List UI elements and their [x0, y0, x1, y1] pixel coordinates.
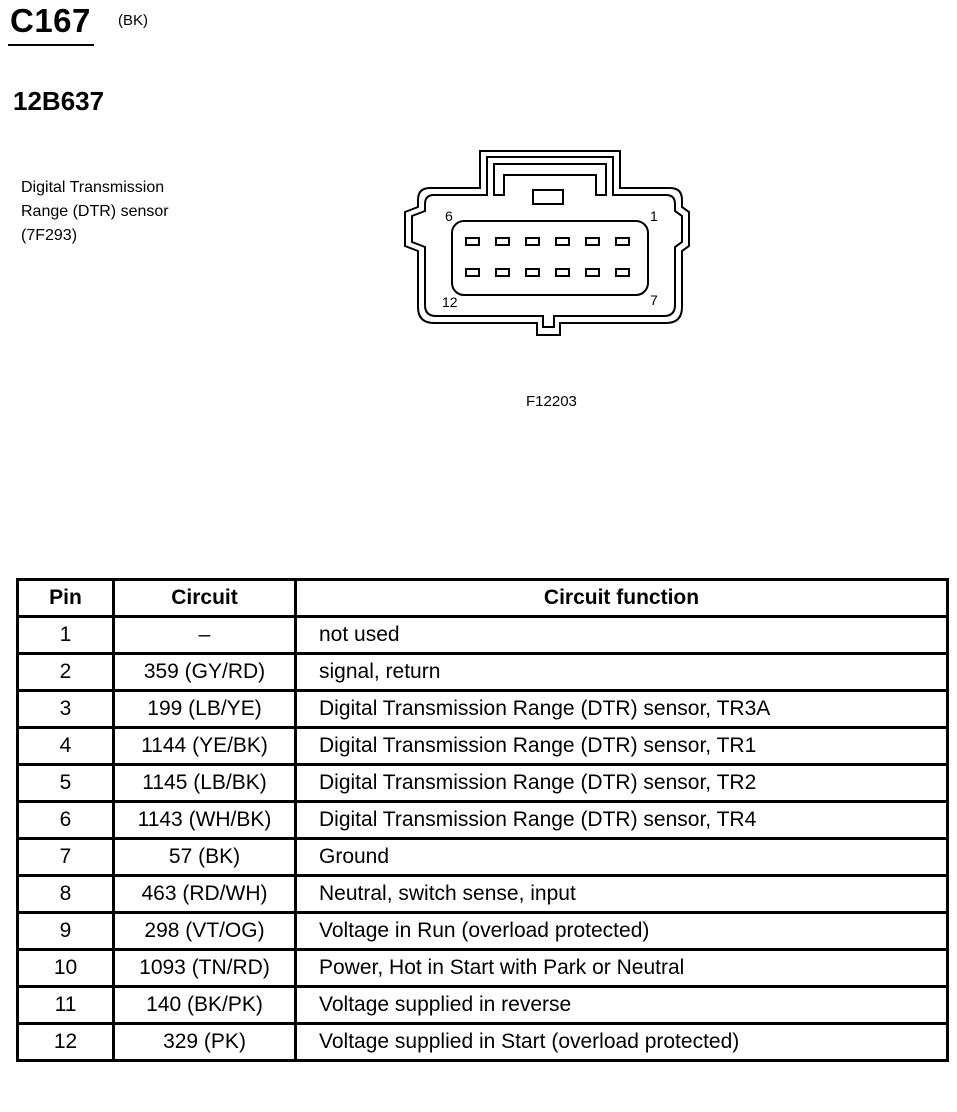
terminal-slot	[615, 237, 630, 246]
circuit-function: Voltage supplied in reverse	[294, 985, 949, 1025]
pin-number: 8	[16, 874, 115, 914]
table-row: 8 463 (RD/WH) Neutral, switch sense, inp…	[16, 874, 949, 914]
table-row: 6 1143 (WH/BK) Digital Transmission Rang…	[16, 800, 949, 840]
pin-table: Pin Circuit Circuit function 1 – not use…	[16, 578, 949, 1062]
table-row: 11 140 (BK/PK) Voltage supplied in rever…	[16, 985, 949, 1025]
table-row: 10 1093 (TN/RD) Power, Hot in Start with…	[16, 948, 949, 988]
column-header-function: Circuit function	[294, 578, 949, 618]
circuit-code: –	[112, 615, 297, 655]
circuit-code: 463 (RD/WH)	[112, 874, 297, 914]
latch-key	[532, 189, 564, 205]
table-row: 3 199 (LB/YE) Digital Transmission Range…	[16, 689, 949, 729]
figure-code: F12203	[526, 393, 577, 410]
circuit-function: Neutral, switch sense, input	[294, 874, 949, 914]
terminal-slot	[615, 268, 630, 277]
column-header-pin: Pin	[16, 578, 115, 618]
circuit-function: Voltage in Run (overload protected)	[294, 911, 949, 951]
terminal-slot	[555, 237, 570, 246]
table-row: 7 57 (BK) Ground	[16, 837, 949, 877]
pin-number: 9	[16, 911, 115, 951]
connector-face-diagram: 6 1 12 7	[404, 150, 690, 336]
circuit-code: 1145 (LB/BK)	[112, 763, 297, 803]
circuit-code: 199 (LB/YE)	[112, 689, 297, 729]
circuit-function: signal, return	[294, 652, 949, 692]
pin-label-6: 6	[445, 208, 453, 224]
table-row: 12 329 (PK) Voltage supplied in Start (o…	[16, 1022, 949, 1062]
component-description: Digital Transmission Range (DTR) sensor …	[21, 179, 169, 244]
circuit-code: 140 (BK/PK)	[112, 985, 297, 1025]
pin-number: 5	[16, 763, 115, 803]
circuit-function: Voltage supplied in Start (overload prot…	[294, 1022, 949, 1062]
pin-number: 2	[16, 652, 115, 692]
terminal-slots	[465, 237, 630, 277]
table-row: 1 – not used	[16, 615, 949, 655]
pin-number: 11	[16, 985, 115, 1025]
pin-cavity	[451, 220, 649, 296]
part-number: 12B637	[13, 86, 105, 116]
circuit-function: not used	[294, 615, 949, 655]
pin-number: 1	[16, 615, 115, 655]
table-row: 5 1145 (LB/BK) Digital Transmission Rang…	[16, 763, 949, 803]
connector-color: (BK)	[118, 12, 148, 29]
circuit-code: 1143 (WH/BK)	[112, 800, 297, 840]
circuit-function: Digital Transmission Range (DTR) sensor,…	[294, 689, 949, 729]
connector-housing	[404, 150, 690, 336]
circuit-code: 57 (BK)	[112, 837, 297, 877]
circuit-code: 298 (VT/OG)	[112, 911, 297, 951]
table-header-row: Pin Circuit Circuit function	[16, 578, 949, 618]
table-row: 9 298 (VT/OG) Voltage in Run (overload p…	[16, 911, 949, 951]
terminal-slot	[495, 237, 510, 246]
pin-number: 3	[16, 689, 115, 729]
column-header-circuit: Circuit	[112, 578, 297, 618]
pin-number: 4	[16, 726, 115, 766]
pin-number: 7	[16, 837, 115, 877]
terminal-slot	[465, 237, 480, 246]
terminal-slot	[585, 237, 600, 246]
circuit-function: Digital Transmission Range (DTR) sensor,…	[294, 800, 949, 840]
terminal-slot	[465, 268, 480, 277]
circuit-function: Power, Hot in Start with Park or Neutral	[294, 948, 949, 988]
table-row: 2 359 (GY/RD) signal, return	[16, 652, 949, 692]
pin-label-7: 7	[650, 292, 658, 308]
pin-number: 10	[16, 948, 115, 988]
terminal-slot	[525, 268, 540, 277]
circuit-code: 329 (PK)	[112, 1022, 297, 1062]
pin-label-12: 12	[442, 294, 458, 310]
pin-number: 6	[16, 800, 115, 840]
pin-label-1: 1	[650, 208, 658, 224]
circuit-function: Digital Transmission Range (DTR) sensor,…	[294, 763, 949, 803]
circuit-code: 359 (GY/RD)	[112, 652, 297, 692]
connector-id: C167	[10, 2, 91, 39]
circuit-function: Digital Transmission Range (DTR) sensor,…	[294, 726, 949, 766]
pin-number: 12	[16, 1022, 115, 1062]
circuit-code: 1093 (TN/RD)	[112, 948, 297, 988]
circuit-function: Ground	[294, 837, 949, 877]
terminal-slot	[585, 268, 600, 277]
terminal-slot	[495, 268, 510, 277]
table-row: 4 1144 (YE/BK) Digital Transmission Rang…	[16, 726, 949, 766]
connector-id-underline	[8, 44, 94, 46]
terminal-slot	[525, 237, 540, 246]
terminal-slot	[555, 268, 570, 277]
circuit-code: 1144 (YE/BK)	[112, 726, 297, 766]
